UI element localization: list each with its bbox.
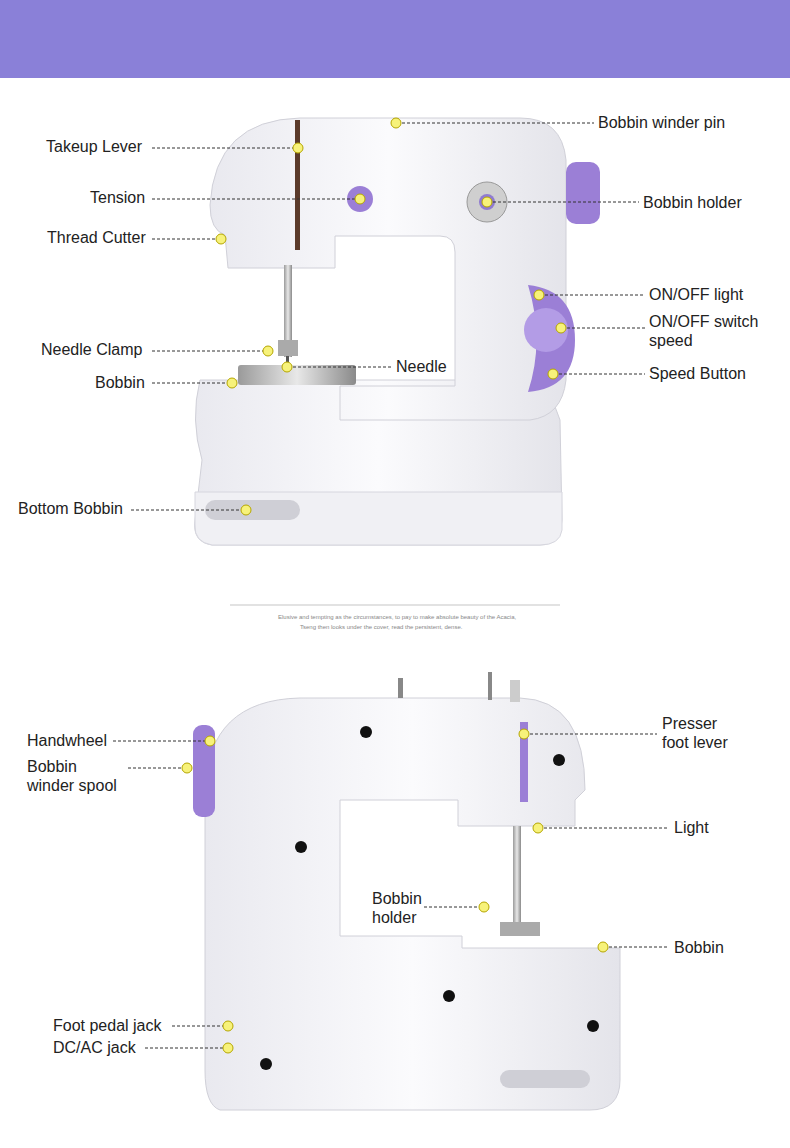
header-band bbox=[0, 0, 790, 78]
part-label: Bottom Bobbin bbox=[18, 499, 123, 518]
part-label: Presser foot lever bbox=[662, 714, 742, 752]
leader-lines bbox=[113, 123, 669, 1048]
part-label: Thread Cutter bbox=[47, 228, 146, 247]
part-label: Bobbin holder bbox=[372, 889, 430, 927]
part-label: Light bbox=[674, 818, 709, 837]
part-label: Bobbin winder spool bbox=[27, 757, 124, 795]
divider bbox=[230, 604, 560, 606]
machine-back bbox=[193, 672, 620, 1110]
fine-print: Tseng then looks under the cover, read t… bbox=[300, 624, 462, 631]
part-label: ON/OFF light bbox=[649, 285, 743, 304]
part-label: Foot pedal jack bbox=[53, 1016, 162, 1035]
part-label: Bobbin bbox=[674, 938, 724, 957]
part-label: Bobbin winder pin bbox=[598, 113, 725, 132]
part-label: Bobbin bbox=[95, 373, 145, 392]
fine-print: Elusive and tempting as the circumstance… bbox=[278, 614, 516, 621]
part-label: Tension bbox=[90, 188, 145, 207]
part-label: ON/OFF switch speed bbox=[649, 312, 771, 350]
part-label: Needle Clamp bbox=[41, 340, 142, 359]
part-label: Needle bbox=[396, 357, 447, 376]
part-label: Bobbin holder bbox=[643, 193, 742, 212]
part-label: DC/AC jack bbox=[53, 1038, 136, 1057]
part-label: Speed Button bbox=[649, 364, 746, 383]
part-label: Handwheel bbox=[27, 731, 107, 750]
machine-front bbox=[195, 118, 600, 545]
part-label: Takeup Lever bbox=[46, 137, 142, 156]
callout-dots bbox=[182, 118, 608, 1053]
